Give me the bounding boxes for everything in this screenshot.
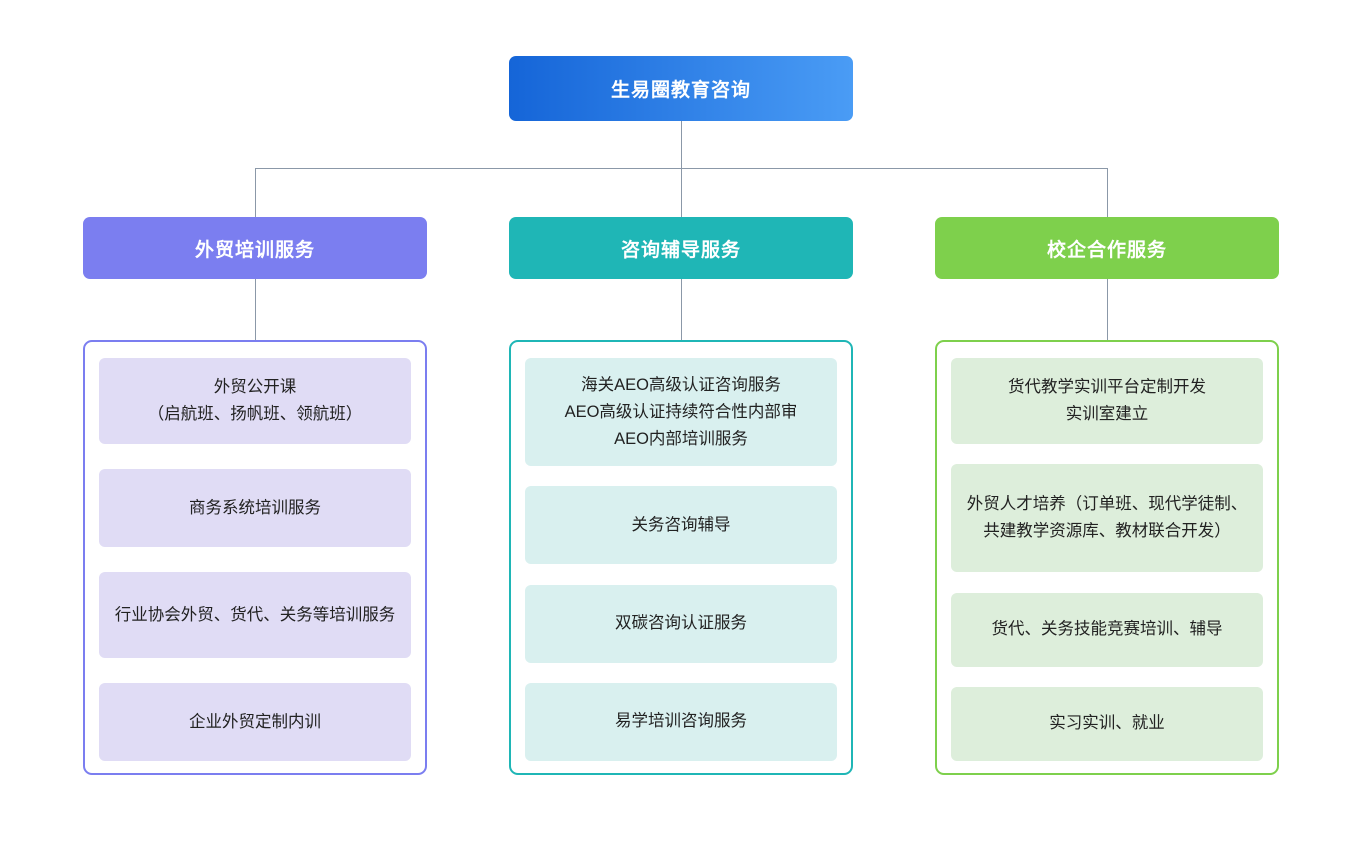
leaf-item[interactable]: 外贸人才培养（订单班、现代学徒制、共建教学资源库、教材联合开发） bbox=[951, 464, 1263, 573]
leaf-item-label: 关务咨询辅导 bbox=[631, 515, 731, 534]
leaf-item[interactable]: 实习实训、就业 bbox=[951, 686, 1263, 761]
leaf-item[interactable]: 双碳咨询认证服务 bbox=[525, 584, 837, 663]
connector-root-drop bbox=[681, 121, 682, 168]
branch-header-school-enterprise[interactable]: 校企合作服务 bbox=[935, 217, 1279, 279]
branch-container-school-enterprise: 货代教学实训平台定制开发 实训室建立外贸人才培养（订单班、现代学徒制、共建教学资… bbox=[935, 340, 1279, 775]
leaf-item-label: 易学培训咨询服务 bbox=[615, 712, 747, 731]
leaf-item[interactable]: 外贸公开课 （启航班、扬帆班、领航班） bbox=[99, 358, 411, 444]
leaf-item[interactable]: 商务系统培训服务 bbox=[99, 469, 411, 547]
leaf-item-label: 企业外贸定制内训 bbox=[189, 712, 321, 731]
connector-branch-to-container-1 bbox=[681, 279, 682, 340]
root-node-label: 生易圈教育咨询 bbox=[610, 80, 751, 101]
leaf-item-label: 双碳咨询认证服务 bbox=[615, 614, 747, 633]
leaf-item-label: 外贸人才培养（订单班、现代学徒制、共建教学资源库、教材联合开发） bbox=[966, 495, 1248, 541]
connector-bus-to-branch-1 bbox=[681, 168, 682, 217]
leaf-item-label: 外贸公开课 （启航班、扬帆班、领航班） bbox=[147, 378, 363, 423]
branch-header-label: 校企合作服务 bbox=[1046, 239, 1167, 261]
root-node[interactable]: 生易圈教育咨询 bbox=[509, 56, 853, 121]
leaf-item-label: 货代、关务技能竞赛培训、辅导 bbox=[991, 620, 1223, 639]
leaf-item-label: 货代教学实训平台定制开发 实训室建立 bbox=[1008, 378, 1206, 423]
branch-container-consulting-tutoring: 海关AEO高级认证咨询服务 AEO高级认证持续符合性内部审 AEO内部培训服务关… bbox=[509, 340, 853, 775]
connector-bus-to-branch-2 bbox=[1107, 168, 1108, 217]
leaf-item-label: 行业协会外贸、货代、关务等培训服务 bbox=[114, 605, 396, 624]
connector-bus-to-branch-0 bbox=[255, 168, 256, 217]
leaf-item[interactable]: 行业协会外贸、货代、关务等培训服务 bbox=[99, 572, 411, 658]
branch-header-label: 咨询辅导服务 bbox=[620, 239, 741, 261]
leaf-item-label: 商务系统培训服务 bbox=[189, 498, 321, 517]
branch-header-label: 外贸培训服务 bbox=[194, 239, 315, 261]
leaf-item-label: 实习实训、就业 bbox=[1049, 714, 1165, 733]
leaf-item[interactable]: 海关AEO高级认证咨询服务 AEO高级认证持续符合性内部审 AEO内部培训服务 bbox=[525, 358, 837, 466]
connector-branch-to-container-2 bbox=[1107, 279, 1108, 340]
leaf-item[interactable]: 货代、关务技能竞赛培训、辅导 bbox=[951, 592, 1263, 667]
leaf-item-label: 海关AEO高级认证咨询服务 AEO高级认证持续符合性内部审 AEO内部培训服务 bbox=[564, 375, 798, 448]
branch-header-foreign-trade-training[interactable]: 外贸培训服务 bbox=[83, 217, 427, 279]
branch-container-foreign-trade-training: 外贸公开课 （启航班、扬帆班、领航班） 商务系统培训服务行业协会外贸、货代、关务等… bbox=[83, 340, 427, 775]
leaf-item[interactable]: 货代教学实训平台定制开发 实训室建立 bbox=[951, 358, 1263, 444]
connector-branch-to-container-0 bbox=[255, 279, 256, 340]
leaf-item[interactable]: 易学培训咨询服务 bbox=[525, 682, 837, 761]
branch-header-consulting-tutoring[interactable]: 咨询辅导服务 bbox=[509, 217, 853, 279]
leaf-item[interactable]: 企业外贸定制内训 bbox=[99, 683, 411, 761]
leaf-item[interactable]: 关务咨询辅导 bbox=[525, 486, 837, 565]
